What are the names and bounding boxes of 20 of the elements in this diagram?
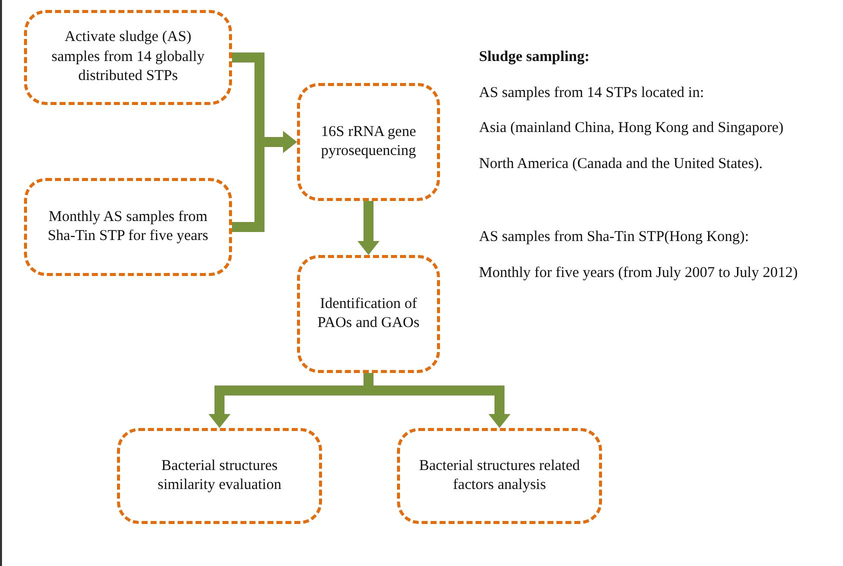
- note-text: North America (Canada and the United States).: [479, 154, 764, 174]
- arrow: [358, 201, 380, 255]
- process-box: [117, 428, 322, 524]
- process-box: [24, 10, 232, 105]
- box-label: Monthly AS samples from Sha-Tin STP for five years: [46, 208, 210, 246]
- note-text: Asia (mainland China, Hong Kong and Singapore): [479, 119, 785, 138]
- box-label: Identification of PAOs and GAOs: [316, 294, 420, 333]
- process-box: [297, 255, 440, 373]
- box-label: Activate sludge (AS) samples from 14 globally distributed STPs: [50, 28, 206, 86]
- note-text: Monthly for five years (from July 2007 to July 2012): [479, 264, 799, 282]
- note-text: AS samples from 14 STPs located in:: [479, 84, 705, 102]
- process-box: [397, 428, 602, 524]
- process-box: [297, 83, 440, 201]
- box-label: 16S rRNA gene pyrosequencing: [320, 122, 417, 161]
- note-text: AS samples from Sha-Tin STP(Hong Kong):: [479, 228, 750, 247]
- arrow: [232, 131, 297, 232]
- heading: Sludge sampling:: [479, 48, 590, 67]
- box-label: Bacterial structures similarity evaluation: [156, 456, 282, 495]
- box-label: Bacterial structures related factors analysis: [418, 456, 581, 495]
- process-box: [24, 178, 232, 276]
